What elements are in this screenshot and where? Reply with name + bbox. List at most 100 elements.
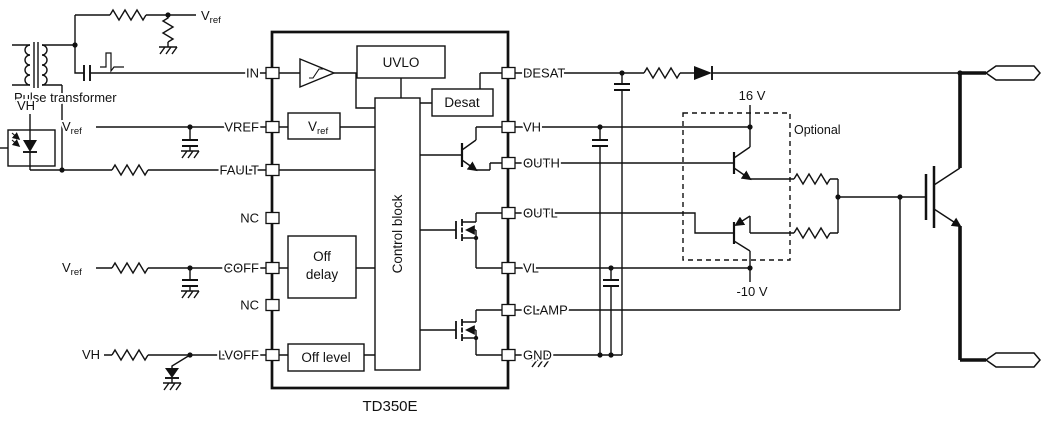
capacitor: [614, 83, 630, 91]
ground-symbol: [162, 377, 182, 391]
optional-booster-box: [682, 112, 791, 261]
pin-label-outl: OUTL: [523, 206, 558, 221]
fault-network: [30, 163, 266, 177]
resistor: [111, 261, 149, 275]
capacitor: [83, 65, 91, 81]
power-terminals: [984, 65, 1041, 368]
vref-pin-label-left: Vref: [62, 119, 82, 137]
pin-label-nc2: NC: [240, 298, 259, 313]
input-coupling-network: [74, 45, 266, 81]
comparator-icon: [299, 57, 336, 89]
resistor: [161, 15, 175, 43]
pin-label-desat: DESAT: [523, 66, 565, 81]
pin-label-vref: VREF: [224, 120, 259, 135]
capacitor: [603, 279, 619, 287]
gate-resistors: [793, 172, 926, 240]
off-delay-block: [287, 235, 357, 299]
off-level-block: [287, 343, 365, 372]
ic-pin-lvoff: [265, 348, 280, 362]
pulse-waveform-icon: [100, 52, 124, 73]
vref-bias-divider: [74, 8, 196, 55]
ic-pin-vh: [501, 120, 516, 134]
ic-pin-desat: [501, 66, 516, 80]
resistor: [793, 226, 831, 240]
igbt-emitter: [933, 208, 962, 228]
internal-nmos-clamp: [420, 309, 502, 356]
pin-label-nc1: NC: [240, 211, 259, 226]
pulse-transformer: [12, 42, 75, 170]
supply-16v-label: 16 V: [739, 88, 766, 103]
ic-body: [265, 30, 516, 390]
ic-pins: [265, 66, 516, 362]
pnp-emitter: [734, 215, 751, 227]
ic-pin-nc2: [265, 298, 280, 312]
emitter-terminal: [984, 352, 1041, 368]
npn-emitter: [733, 167, 752, 181]
capacitor: [182, 279, 198, 287]
ic-pin-gnd: [501, 348, 516, 362]
input-comparator: [279, 57, 375, 109]
ic-pin-clamp: [501, 303, 516, 317]
diode-icon: [694, 66, 712, 80]
resistor: [109, 8, 147, 22]
vref-block: [287, 112, 341, 140]
igbt: [924, 71, 986, 362]
vh-lvoff-label: VH: [82, 347, 100, 362]
pin-label-fault: FAULT: [220, 163, 260, 178]
pulse-transformer-label: Pulse transformer: [14, 90, 117, 105]
resistor: [643, 66, 681, 80]
optional-label: Optional: [794, 123, 841, 137]
pin-label-lvoff: LVOFF: [218, 348, 259, 363]
ic-pin-outh: [501, 156, 516, 170]
pin-label-vh: VH: [523, 120, 541, 135]
ic-pin-outl: [501, 206, 516, 220]
uvlo-label: UVLO: [383, 55, 420, 70]
off-level-label: Off level: [301, 350, 350, 365]
pin-label-gnd: GND: [523, 348, 552, 363]
pin-label-in: IN: [246, 66, 259, 81]
igbt-collector: [933, 167, 961, 186]
supply-neg10v-label: -10 V: [736, 284, 767, 299]
vref-block-label: Vref: [308, 119, 328, 137]
collector-terminal: [984, 65, 1041, 81]
junction-dots: [59, 12, 963, 358]
ic-pin-coff: [265, 261, 280, 275]
vh-primary-label: VH: [17, 98, 35, 113]
internal-nmos-outl: [420, 212, 502, 269]
capacitor: [182, 139, 198, 147]
pnp-collector: [733, 240, 751, 282]
diode-icon: [165, 368, 179, 378]
ic-pin-fault: [265, 163, 280, 177]
ic-pin-nc1: [265, 211, 280, 225]
ic-pin-vref: [265, 120, 280, 134]
vref-coff-label: Vref: [62, 260, 82, 278]
desat-network: [515, 66, 960, 355]
ground-symbol: [180, 285, 200, 299]
desat-block-label: Desat: [444, 95, 480, 110]
gnd-rail: [515, 354, 622, 368]
resistor: [111, 163, 149, 177]
booster-stage: [515, 105, 794, 282]
off-delay-label-line1: Off: [313, 249, 331, 264]
ic-pin-vl: [501, 261, 516, 275]
control-block: [374, 97, 421, 371]
vref-top-label: Vref: [201, 8, 221, 26]
capacitor: [592, 139, 608, 147]
pin-label-vl: VL: [523, 261, 539, 276]
vh-photodiode-network: [0, 114, 56, 170]
ic-pin-in: [265, 66, 280, 80]
lvoff-network: [104, 348, 266, 391]
photodiode-icon: [23, 140, 37, 152]
ground-symbol: [180, 145, 200, 159]
pin-label-clamp: CLAMP: [523, 303, 568, 318]
control-block-label: Control block: [390, 194, 405, 273]
resistor: [793, 172, 831, 186]
ic-part-number: TD350E: [362, 398, 417, 415]
pin-label-outh: OUTH: [523, 156, 560, 171]
ground-symbol: [158, 41, 178, 55]
clamp-wire: [515, 197, 901, 311]
internal-npn: [420, 126, 502, 172]
hysteresis-icon: [309, 68, 323, 79]
